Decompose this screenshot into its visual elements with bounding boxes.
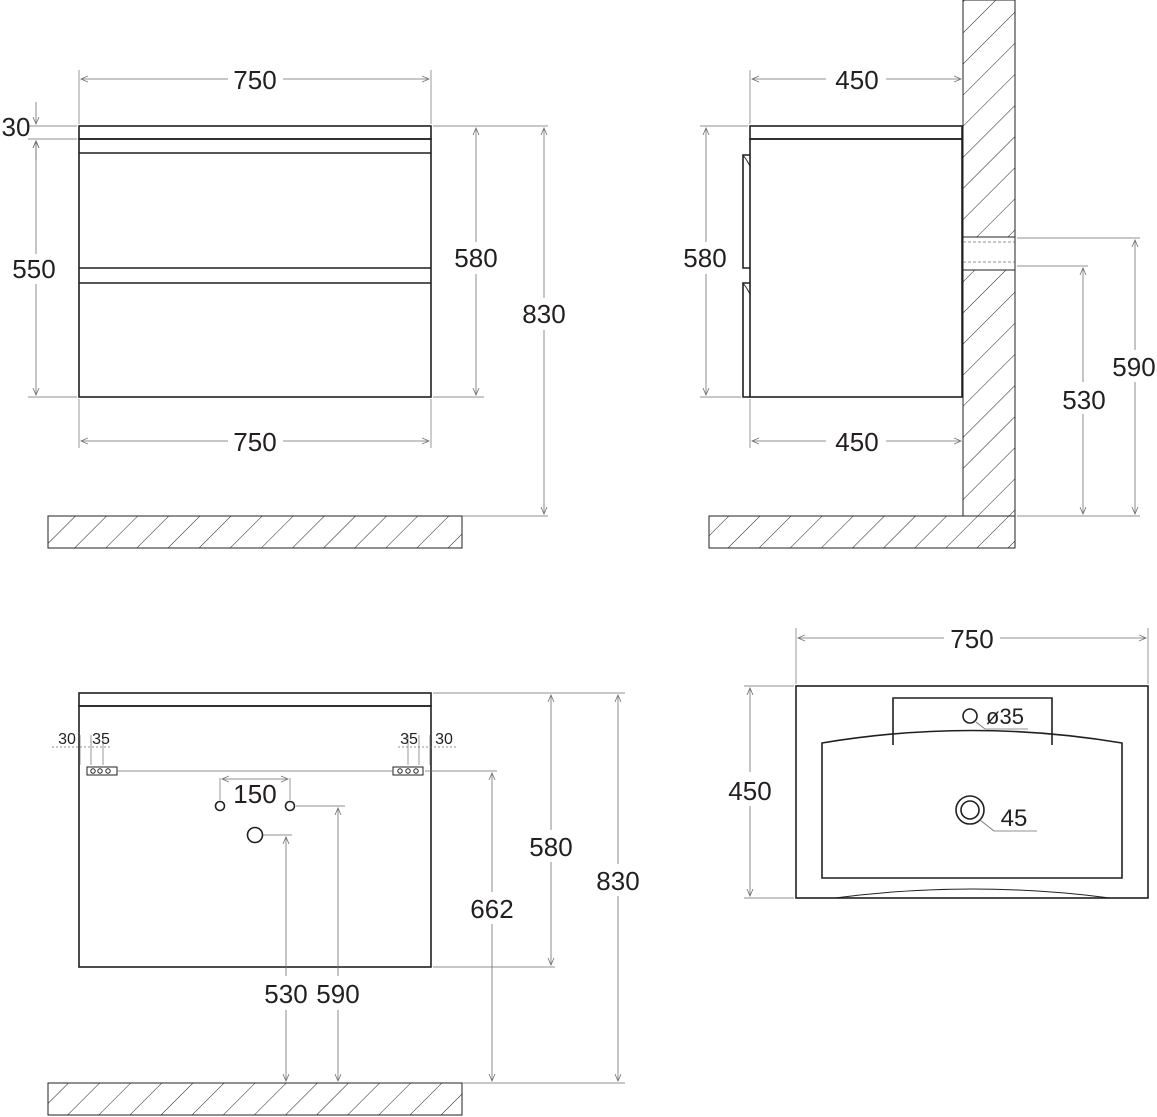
front-top-width: 750: [233, 65, 276, 95]
back-view: 30 35 35 30 150 530 590 580: [47, 692, 640, 1116]
back-left-offset-30: 30: [58, 731, 76, 748]
floor-hatch: [708, 515, 1016, 549]
back-right-offset-35: 35: [400, 731, 418, 748]
wall-hatch-upper: [962, 0, 1016, 238]
water-pipe-right: [284, 800, 296, 812]
front-bottom-width: 750: [233, 427, 276, 457]
tap-hole: [962, 708, 978, 724]
floor-hatch: [47, 1082, 463, 1116]
side-cabinet: [749, 138, 963, 398]
back-height-830: 830: [596, 866, 639, 896]
back-height-580: 580: [529, 832, 572, 862]
countertop: [78, 125, 432, 140]
basin-bowl: [821, 729, 1123, 879]
top-width: 750: [950, 624, 993, 654]
front-body-height: 550: [12, 254, 55, 284]
top-view: ø35 45 750 450: [728, 624, 1149, 899]
back-cabinet: [78, 705, 432, 968]
drain-dia-label: 45: [1001, 805, 1028, 832]
floor-hatch: [47, 515, 463, 549]
basin-outline: [795, 685, 1149, 899]
front-top-thickness: 30: [2, 112, 31, 142]
side-bottom-depth: 450: [835, 427, 878, 457]
back-height-662: 662: [470, 894, 513, 924]
side-drain-590: 590: [1112, 352, 1155, 382]
back-left-offset-35: 35: [92, 731, 110, 748]
back-height-530: 530: [264, 979, 307, 1009]
tap-hole-label: ø35: [986, 704, 1024, 729]
front-total-height: 830: [522, 299, 565, 329]
water-pipe-left: [214, 800, 226, 812]
side-cabinet-height: 580: [683, 243, 726, 273]
front-view: 750 30 550 580 830 750: [2, 65, 566, 549]
drain-pipe: [246, 826, 264, 844]
drain-outer: [955, 795, 985, 825]
side-view: 450 580 450 530 590: [683, 0, 1156, 549]
wall-hatch-lower: [962, 269, 1016, 517]
back-right-offset-30: 30: [435, 731, 453, 748]
top-depth: 450: [728, 776, 771, 806]
back-height-590: 590: [316, 979, 359, 1009]
front-cabinet-height: 580: [454, 243, 497, 273]
back-pipe-spacing: 150: [233, 779, 276, 809]
side-top-depth: 450: [835, 65, 878, 95]
side-drain-530: 530: [1062, 385, 1105, 415]
